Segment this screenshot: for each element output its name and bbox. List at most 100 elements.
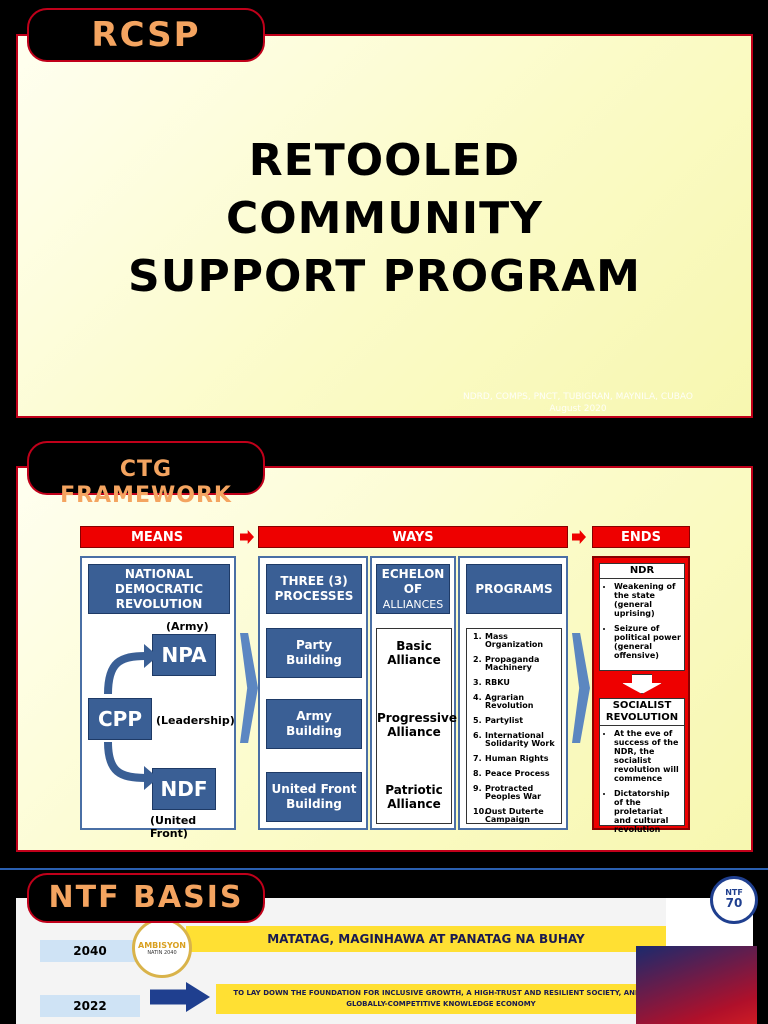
sr-ends-item: Dictatorship of the proletariat and cult… [614,789,681,834]
program-item: 8.Peace Process [473,770,555,778]
program-text: International Solidarity Work [485,731,555,748]
title-line-2: COMMUNITY [225,193,544,244]
program-item: 10.Oust Duterte Campaign [473,808,555,824]
program-item: 2.Propaganda Machinery [473,656,555,672]
slide-separator [0,868,768,870]
program-item: 3.RBKU [473,679,555,687]
slide-tag-rcsp: RCSP [27,8,265,62]
program-number: 6. [473,731,482,740]
flag-image [636,946,757,1024]
flow-arrow-icon [572,633,590,743]
ndf-box: NDF [152,768,216,810]
program-item: 6.International Solidarity Work [473,732,555,748]
logo-sub: NATIN 2040 [147,950,177,956]
program-item: 4.Agrarian Revolution [473,694,555,710]
faded-line-2: August 2020 [549,404,607,414]
process-army-building: Army Building [266,699,362,749]
means-column: NATIONAL DEMOCRATIC REVOLUTION (Army) NP… [80,556,236,840]
program-number: 7. [473,754,482,763]
alliances-box: Basic Alliance Progressive Alliance Patr… [376,628,457,824]
program-text: Partylist [485,716,524,725]
program-text: Agrarian Revolution [485,693,534,710]
sr-ends-list: At the eve of success of the NDR, the so… [600,726,684,843]
sr-ends-title: SOCIALIST REVOLUTION [600,699,684,726]
ndr-ends-title: NDR [600,564,684,579]
npa-box: NPA [152,634,216,676]
process-united-front-building: United Front Building [266,772,362,822]
cpp-box: CPP [88,698,152,740]
flow-arrow-icon [240,633,258,743]
down-arrow-icon [622,674,662,694]
programs-title: PROGRAMS [466,564,562,614]
program-number: 8. [473,769,482,778]
mission-bar: TO LAY DOWN THE FOUNDATION FOR INCLUSIVE… [216,984,666,1014]
echelon-title-1: ECHELON [381,566,445,581]
slide-rcsp: RETOOLED COMMUNITY SUPPORT PROGRAM NDRD,… [16,34,753,418]
program-number: 4. [473,693,482,702]
processes-title: THREE (3) PROCESSES [266,564,362,614]
title-line-3: SUPPORT PROGRAM [128,251,641,302]
slide-ctg-framework: MEANS WAYS ENDS NATIONAL DEMOCRATIC REVO… [16,466,753,852]
program-text: Peace Process [485,769,550,778]
program-text: Protracted Peoples War [485,784,542,801]
ntf-seal-icon: NTF 70 [710,876,758,924]
tag-line-2: FRAMEWORK [60,483,232,508]
mission-line-2: GLOBALLY-COMPETITIVE KNOWLEDGE ECONOMY [346,1000,536,1008]
echelon-title-2: OF [403,581,423,596]
ndr-box: NATIONAL DEMOCRATIC REVOLUTION [88,564,230,614]
program-item: 5.Partylist [473,717,555,725]
ndr-ends-item: Weakening of the state (general uprising… [614,582,681,618]
ndr-ends-box: NDR Weakening of the state (general upri… [599,563,685,671]
vision-bar: MATATAG, MAGINHAWA AT PANATAG NA BUHAY [186,926,666,952]
program-text: RBKU [485,678,510,687]
tag-line-1: CTG [119,457,173,482]
alliance-basic: Basic Alliance [387,639,441,667]
faded-line-1: NDRD, COMPS, PNCT, TUBIGRAN, MAYNILA, CU… [463,392,693,402]
header-ways: WAYS [258,526,568,548]
sr-ends-box: SOCIALIST REVOLUTION At the eve of succe… [599,698,685,834]
echelon-title: ECHELON OF ALLIANCES [376,564,450,614]
faded-caption: NDRD, COMPS, PNCT, TUBIGRAN, MAYNILA, CU… [418,391,738,415]
ndr-ends-item: Seizure of political power (general offe… [614,624,681,660]
echelon-title-3: ALLIANCES [382,597,444,611]
program-item: 9.Protracted Peoples War [473,785,555,801]
program-text: Mass Organization [485,632,544,649]
header-ends: ENDS [592,526,690,548]
mission-line-1: TO LAY DOWN THE FOUNDATION FOR INCLUSIVE… [233,989,649,997]
sr-ends-item: At the eve of success of the NDR, the so… [614,729,681,783]
slide-tag-ctg: CTG FRAMEWORK [27,441,265,508]
process-party-building: Party Building [266,628,362,678]
program-text: Propaganda Machinery [485,655,540,672]
ambisyon-logo-icon: AMBISYON NATIN 2040 [132,918,192,978]
slide-tag-ntf: NTF BASIS [27,873,265,923]
year-2040: 2040 [40,940,140,962]
arrow-right-icon [240,530,254,544]
seal-text: NTF [725,888,743,897]
program-text: Oust Duterte Campaign [485,807,544,824]
program-text: Human Rights [485,754,549,763]
slide-title: RETOOLED COMMUNITY SUPPORT PROGRAM [18,132,751,306]
arrow-right-icon [572,530,586,544]
programs-list-box: 1.Mass Organization 2.Propaganda Machiner… [466,628,562,824]
program-item: 7.Human Rights [473,755,555,763]
logo-text: AMBISYON [138,941,186,950]
processes-column: THREE (3) PROCESSES Party Building Army … [258,556,368,830]
program-item: 1.Mass Organization [473,633,555,649]
year-2022: 2022 [40,995,140,1017]
cpp-note: (Leadership) [156,714,235,727]
ndf-note: (United Front) [150,814,197,840]
program-number: 3. [473,678,482,687]
program-number: 2. [473,655,482,664]
program-number: 9. [473,784,482,793]
title-line-1: RETOOLED [248,135,521,186]
programs-column: PROGRAMS 1.Mass Organization 2.Propaganda… [458,556,568,830]
alliance-patriotic: Patriotic Alliance [385,783,443,811]
curved-arrows-icon [104,644,158,790]
program-number: 10. [473,807,488,816]
ndr-ends-list: Weakening of the state (general uprising… [600,579,684,669]
alliance-progressive: Progressive Alliance [377,711,457,739]
header-means: MEANS [80,526,234,548]
program-number: 5. [473,716,482,725]
seal-number: 70 [725,896,743,910]
ends-column: NDR Weakening of the state (general upri… [592,556,690,834]
